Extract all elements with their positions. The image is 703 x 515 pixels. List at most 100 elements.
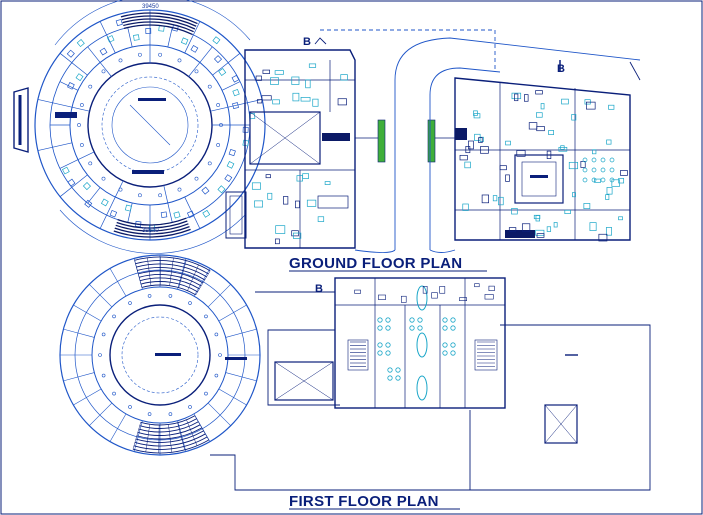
furniture-item bbox=[224, 174, 233, 183]
furniture-item bbox=[202, 209, 211, 218]
furniture-item bbox=[536, 112, 543, 118]
table-chair bbox=[377, 350, 383, 356]
radial-wall bbox=[184, 21, 201, 54]
table-chair bbox=[442, 350, 448, 356]
furniture-item bbox=[580, 161, 586, 168]
chair bbox=[88, 161, 93, 166]
furniture-item bbox=[540, 103, 545, 110]
chair bbox=[207, 161, 212, 166]
table-chair bbox=[450, 342, 456, 348]
furniture-item bbox=[473, 110, 478, 116]
furniture-item bbox=[546, 150, 552, 159]
furniture-item bbox=[598, 233, 608, 242]
radial-wall bbox=[73, 304, 102, 322]
furniture-item bbox=[561, 98, 569, 105]
chair bbox=[168, 294, 173, 298]
furniture-item bbox=[606, 187, 613, 195]
right-block-furniture bbox=[459, 90, 628, 242]
furniture-item bbox=[464, 161, 471, 169]
chair bbox=[188, 301, 192, 305]
furniture-item bbox=[292, 232, 302, 239]
chair bbox=[582, 167, 588, 173]
radial-wall bbox=[99, 62, 112, 77]
table-chair bbox=[450, 317, 456, 323]
radial-wall bbox=[109, 413, 127, 442]
furniture-item bbox=[535, 229, 545, 236]
furniture-item bbox=[480, 146, 489, 154]
furniture-item bbox=[586, 101, 596, 110]
chair bbox=[112, 314, 116, 319]
conference-table bbox=[416, 375, 428, 401]
chair bbox=[582, 157, 588, 163]
seating-row bbox=[123, 21, 194, 33]
chair bbox=[219, 123, 223, 127]
chair bbox=[158, 52, 163, 57]
radial-wall bbox=[218, 304, 247, 322]
chair bbox=[609, 167, 615, 173]
furniture-item bbox=[605, 227, 612, 236]
furniture-item bbox=[61, 166, 70, 175]
furniture-item bbox=[186, 210, 195, 219]
ground-floor-circular-block bbox=[13, 0, 266, 254]
table-chair bbox=[387, 367, 393, 373]
radial-wall bbox=[37, 99, 73, 108]
furniture-item bbox=[514, 93, 519, 102]
seating-row bbox=[122, 18, 196, 30]
chair bbox=[204, 314, 208, 319]
seating-row bbox=[120, 12, 198, 25]
radial-wall bbox=[89, 284, 113, 308]
first-floor-auditorium-seating bbox=[132, 256, 211, 454]
radial-wall bbox=[63, 372, 95, 382]
furniture-item bbox=[508, 227, 517, 232]
conference-table bbox=[416, 332, 428, 358]
table-chair bbox=[387, 375, 393, 381]
seating-aisle bbox=[134, 260, 143, 288]
chair bbox=[609, 177, 615, 183]
furniture-item bbox=[536, 126, 545, 132]
first-floor-outline bbox=[210, 291, 651, 491]
furniture-item bbox=[401, 295, 407, 303]
radial-wall bbox=[199, 46, 213, 63]
furniture-item bbox=[459, 297, 468, 301]
table-chair bbox=[395, 367, 401, 373]
furniture-item bbox=[354, 289, 361, 294]
furniture-item bbox=[422, 285, 428, 294]
seating-row bbox=[116, 220, 188, 229]
radial-wall bbox=[37, 142, 73, 151]
furniture-item bbox=[291, 76, 300, 85]
furniture-item bbox=[439, 286, 446, 294]
chair bbox=[216, 103, 221, 107]
radial-wall bbox=[71, 106, 90, 112]
ground-floor-connector-block bbox=[225, 49, 356, 249]
furniture-item bbox=[606, 139, 612, 145]
furniture-item bbox=[84, 199, 93, 208]
chair bbox=[600, 167, 606, 173]
furniture-item bbox=[218, 68, 227, 76]
furniture-item bbox=[267, 192, 273, 200]
chair bbox=[609, 157, 615, 163]
furniture-item bbox=[511, 208, 518, 215]
chair bbox=[79, 103, 84, 107]
seating-row bbox=[134, 256, 211, 272]
furniture-item bbox=[242, 139, 250, 147]
furniture-item bbox=[274, 238, 280, 245]
first-floor-plan-title: FIRST FLOOR PLAN bbox=[289, 493, 439, 510]
table-chair bbox=[377, 317, 383, 323]
radial-wall bbox=[73, 388, 102, 406]
table-chair bbox=[409, 325, 415, 331]
radial-wall bbox=[221, 81, 241, 91]
furniture-item bbox=[106, 35, 115, 43]
furniture-item bbox=[82, 182, 91, 191]
ground-floor-plan-title: GROUND FLOOR PLAN bbox=[289, 255, 462, 272]
chair bbox=[88, 84, 93, 89]
furniture-item bbox=[212, 36, 221, 45]
chair bbox=[101, 176, 106, 181]
chair bbox=[591, 167, 597, 173]
furniture-item bbox=[262, 69, 270, 74]
chair bbox=[168, 412, 173, 416]
radial-wall bbox=[207, 284, 231, 308]
furniture-item bbox=[274, 70, 284, 75]
seating-row bbox=[123, 24, 193, 36]
seating-aisle bbox=[169, 257, 174, 286]
table-chair bbox=[409, 317, 415, 323]
